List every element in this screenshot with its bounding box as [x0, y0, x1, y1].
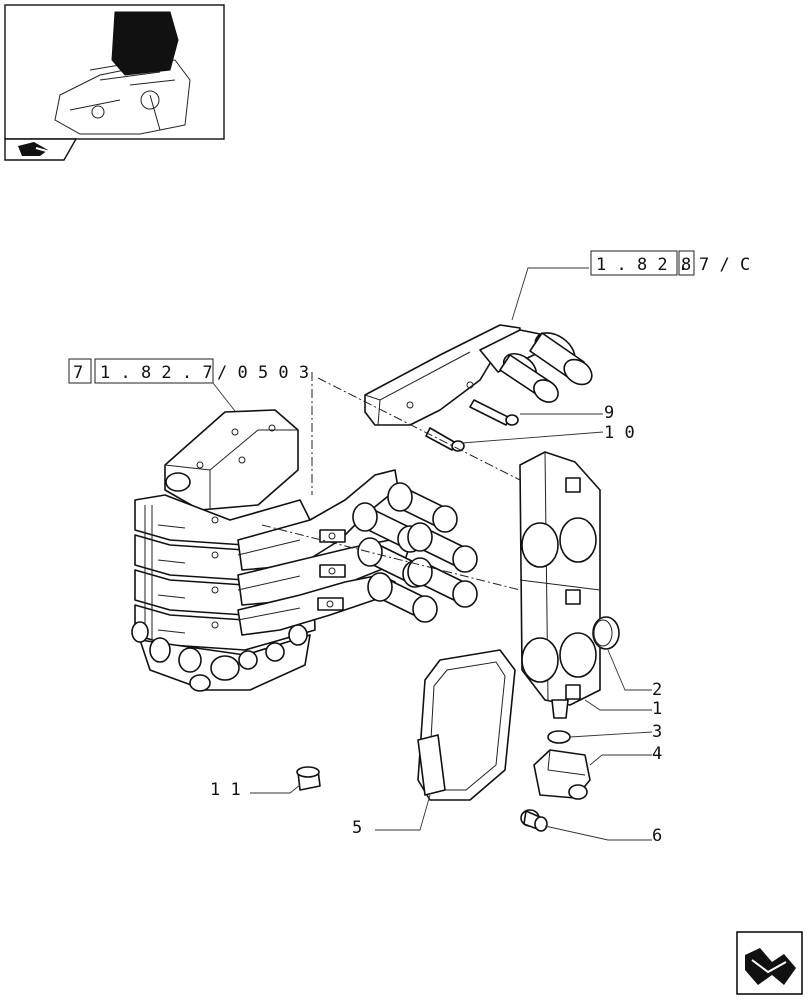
- bolt-9: [469, 399, 519, 426]
- next-page-arrow-icon[interactable]: [736, 931, 803, 995]
- callout-3[interactable]: 3: [652, 722, 662, 742]
- callout-2[interactable]: 2: [652, 680, 662, 700]
- leader-4: [589, 754, 652, 766]
- o-ring-part-3: [547, 730, 571, 744]
- plug-part-2: [592, 616, 620, 650]
- callout-11[interactable]: 1 1: [210, 780, 241, 800]
- ref-top-right-suffix: 7 / C: [699, 255, 750, 275]
- callout-5[interactable]: 5: [352, 818, 362, 838]
- leader-2: [607, 649, 652, 691]
- lower-couplers: [352, 482, 478, 623]
- thumbnail-panel[interactable]: [4, 4, 225, 161]
- callout-4[interactable]: 4: [652, 744, 662, 764]
- leader-10: [461, 431, 604, 444]
- cover-part-1: [519, 451, 601, 719]
- leader-11: [250, 784, 301, 794]
- bolt-10: [425, 427, 465, 452]
- ref-left[interactable]: 7 1 . 8 2 . 7 / 0 5 0 3: [68, 358, 309, 384]
- ref-top-right-box2: 8: [681, 255, 691, 275]
- upper-coupler-2: [499, 352, 559, 403]
- gasket-part-5: [417, 649, 516, 801]
- plug-part-6: [520, 809, 548, 832]
- leader-1: [584, 699, 652, 711]
- plug-part-11: [296, 766, 321, 791]
- callout-10[interactable]: 1 0: [604, 423, 635, 443]
- leader-5: [375, 794, 431, 831]
- leader-3: [569, 731, 653, 738]
- tractor-location-thumbnail: [54, 11, 191, 135]
- upper-manifold: [364, 324, 593, 426]
- upper-coupler-1: [529, 332, 593, 386]
- callout-6[interactable]: 6: [652, 826, 662, 846]
- connector-part-4: [533, 749, 591, 800]
- centerline-lower: [261, 524, 521, 591]
- leader-6: [544, 825, 652, 841]
- centerline-upper: [317, 377, 521, 481]
- leader-ref-top-right: [511, 267, 589, 321]
- ref-top-right[interactable]: 1 . 8 2 . 8 7 / C: [590, 250, 750, 276]
- ref-left-box1: 7: [73, 363, 83, 383]
- ref-left-suffix: / 0 5 0 3: [217, 363, 309, 383]
- callout-1[interactable]: 1: [652, 699, 662, 719]
- vehicle-section-icon: [18, 142, 51, 156]
- callout-9[interactable]: 9: [604, 403, 614, 423]
- ref-left-text: 1 . 8 2 . 7: [100, 363, 213, 383]
- ref-top-right-text: 1 . 8 2 .: [596, 255, 688, 275]
